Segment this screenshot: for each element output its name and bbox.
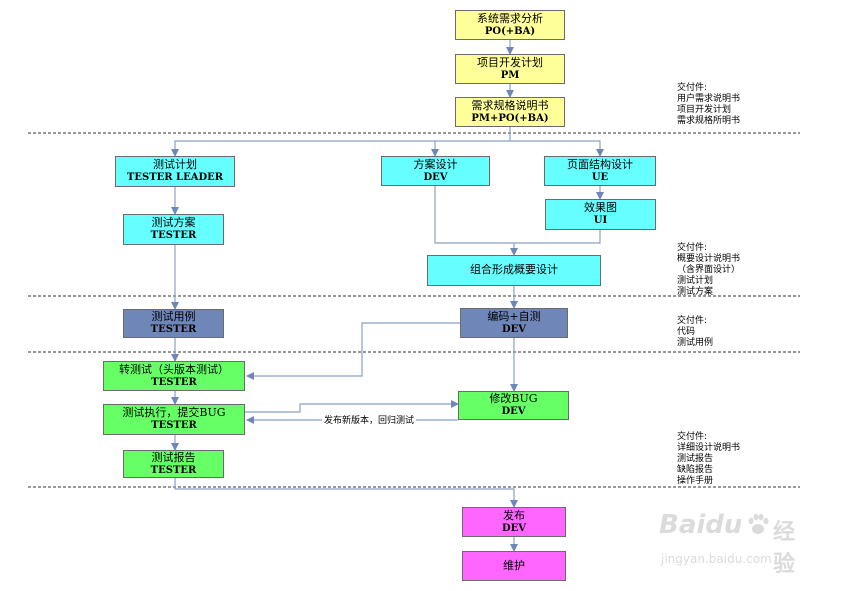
paw-icon bbox=[748, 513, 769, 534]
node-test-scheme: 测试方案 TESTER bbox=[123, 214, 224, 245]
node-title: 编码+自测 bbox=[487, 309, 541, 323]
edge bbox=[245, 400, 459, 413]
node-title: 效果图 bbox=[584, 201, 617, 215]
node-title: 维护 bbox=[503, 558, 525, 572]
node-title: 项目开发计划 bbox=[477, 55, 543, 69]
deliverables-line: 测试用例 bbox=[677, 338, 714, 348]
node-release: 发布 DEV bbox=[462, 507, 566, 537]
node-title: 需求规格说明书 bbox=[471, 98, 549, 112]
node-title: 修改BUG bbox=[489, 392, 538, 406]
deliverables-line: 交付件: bbox=[677, 83, 708, 93]
node-role: PO(+BA) bbox=[484, 25, 536, 37]
node-role: TESTER bbox=[151, 376, 197, 388]
deliverables-line: 测试报告 bbox=[677, 454, 714, 464]
deliverables-line: （含界面设计） bbox=[677, 265, 741, 275]
node-title: 测试计划 bbox=[153, 158, 197, 172]
node-requirements-analysis: 系统需求分析 PO(+BA) bbox=[455, 10, 565, 40]
node-role: DEV bbox=[501, 323, 527, 335]
node-outline-design: 组合形成概要设计 bbox=[427, 255, 601, 286]
deliverables-line: 概要设计说明书 bbox=[677, 254, 741, 264]
node-requirements-spec: 需求规格说明书 PM+PO(+BA) bbox=[455, 97, 565, 127]
node-test-plan: 测试计划 TESTER LEADER bbox=[115, 156, 235, 187]
node-title: 系统需求分析 bbox=[477, 11, 543, 25]
node-role: DEV bbox=[501, 522, 527, 534]
node-role: TESTER bbox=[150, 464, 197, 476]
deliverables-line: 测试计划 bbox=[677, 276, 714, 286]
deliverables-coding: 交付件: 代码 测试用例 bbox=[677, 316, 713, 349]
node-role: DEV bbox=[501, 406, 526, 418]
deliverables-line: 交付件: bbox=[677, 243, 708, 253]
node-test-report: 测试报告 TESTER bbox=[123, 450, 224, 478]
node-role: TESTER bbox=[150, 230, 197, 242]
node-title: 页面结构设计 bbox=[567, 157, 633, 171]
node-role: TESTER LEADER bbox=[126, 172, 224, 184]
edge bbox=[246, 322, 460, 380]
deliverables-line: 项目开发计划 bbox=[677, 105, 732, 115]
node-effect-image: 效果图 UI bbox=[545, 199, 656, 230]
edge bbox=[434, 186, 518, 256]
node-test-cases: 测试用例 TESTER bbox=[123, 309, 224, 338]
node-fix-bug: 修改BUG DEV bbox=[458, 391, 569, 420]
watermark-url: jingyan.baidu.com bbox=[661, 552, 772, 566]
node-title: 测试执行，提交BUG bbox=[122, 406, 226, 420]
node-role: DEV bbox=[423, 171, 448, 183]
watermark-brand: Baidu bbox=[659, 510, 743, 540]
node-smoke-test: 转测试（头版本测试） TESTER bbox=[103, 361, 245, 391]
node-coding: 编码+自测 DEV bbox=[460, 308, 568, 338]
node-role: TESTER bbox=[151, 420, 197, 432]
deliverables-line: 交付件: bbox=[677, 316, 708, 326]
deliverables-line: 代码 bbox=[677, 327, 696, 337]
node-title: 转测试（头版本测试） bbox=[119, 362, 229, 376]
deliverables-line: 用户需求说明书 bbox=[677, 94, 741, 104]
node-page-structure: 页面结构设计 UE bbox=[544, 156, 656, 186]
node-role: PM+PO(+BA) bbox=[471, 112, 549, 124]
regression-label: 发布新版本，回归测试 bbox=[322, 413, 417, 426]
node-title: 发布 bbox=[503, 508, 525, 522]
node-dev-plan: 项目开发计划 PM bbox=[455, 54, 565, 84]
node-maintenance: 维护 bbox=[462, 551, 566, 581]
node-role: UI bbox=[593, 215, 608, 227]
node-role: PM bbox=[500, 69, 520, 81]
deliverables-requirements: 交付件: 用户需求说明书 项目开发计划 需求规格所明书 bbox=[677, 83, 740, 127]
deliverables-line: 操作手册 bbox=[677, 476, 714, 486]
deliverables-line: 缺陷报告 bbox=[677, 465, 714, 475]
deliverables-line: 交付件: bbox=[677, 432, 708, 442]
watermark-brand-cn: 经验 bbox=[773, 520, 796, 577]
node-title: 测试方案 bbox=[151, 216, 196, 230]
node-title: 测试用例 bbox=[151, 310, 196, 324]
edge bbox=[174, 478, 518, 508]
edge bbox=[171, 127, 511, 157]
node-role: UE bbox=[591, 171, 609, 183]
edge bbox=[514, 230, 601, 244]
edge bbox=[510, 140, 604, 157]
deliverables-line: 详细设计说明书 bbox=[677, 443, 741, 453]
baidu-watermark: Baidu 经验 jingyan.baidu.com bbox=[655, 500, 815, 580]
node-title: 方案设计 bbox=[413, 157, 458, 171]
deliverables-line: 测试方案 bbox=[677, 287, 714, 297]
deliverables-design: 交付件: 概要设计说明书 （含界面设计） 测试计划 测试方案 bbox=[677, 243, 740, 298]
node-test-execution: 测试执行，提交BUG TESTER bbox=[103, 404, 245, 435]
deliverables-testing: 交付件: 详细设计说明书 测试报告 缺陷报告 操作手册 bbox=[677, 432, 740, 487]
deliverables-line: 需求规格所明书 bbox=[677, 116, 741, 126]
node-solution-design: 方案设计 DEV bbox=[381, 156, 490, 186]
node-title: 组合形成概要设计 bbox=[470, 263, 558, 277]
node-role: TESTER bbox=[150, 324, 197, 336]
node-title: 测试报告 bbox=[151, 450, 196, 464]
